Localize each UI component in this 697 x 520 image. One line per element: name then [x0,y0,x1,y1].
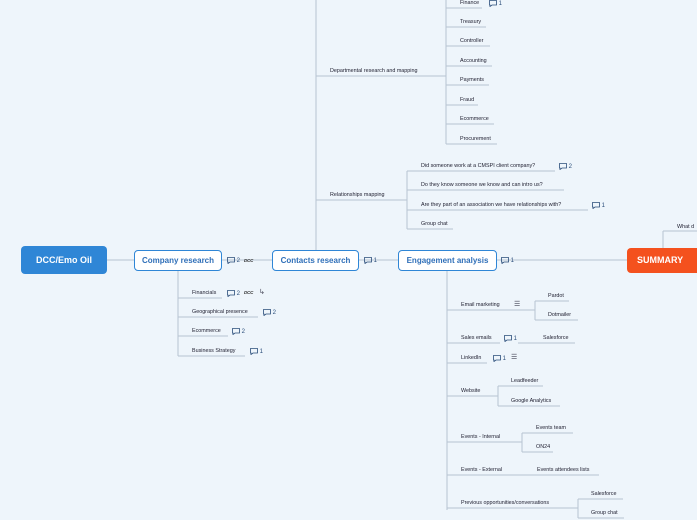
summary-node[interactable]: SUMMARY [627,248,697,273]
google-analytics-node[interactable]: Google Analytics [511,398,552,404]
comment-icon [592,202,600,210]
financials-node[interactable]: Financials [192,290,217,296]
rel-association-comment[interactable]: 1 [592,202,605,210]
departmental-research-node[interactable]: Departmental research and mapping [330,68,418,74]
rel-cmspi-comment[interactable]: 2 [559,163,572,171]
previous-opportunities-node[interactable]: Previous opportunities/conversations [461,500,550,506]
comment-icon [501,257,509,265]
rel-cmspi-client[interactable]: Did someone work at a CMSPI client compa… [421,163,536,169]
comment-icon [504,335,512,343]
dept-procurement[interactable]: Procurement [460,136,491,142]
website-node[interactable]: Website [461,388,481,394]
comment-icon [493,355,501,363]
sales-emails-node[interactable]: Sales emails [461,335,492,341]
dept-treasury[interactable]: Treasury [460,19,482,25]
events-attendees-node[interactable]: Events attendees lists [537,467,590,473]
comment-icon [232,328,240,336]
relationships-mapping-node[interactable]: Relationships mapping [330,192,385,198]
summary-item[interactable]: What d [677,224,695,230]
notes-icon[interactable]: ☰ [514,301,521,308]
ecommerce-comment[interactable]: 2 [232,328,245,336]
rel-association[interactable]: Are they part of an association we have … [421,202,562,208]
company-logo: DCC [244,290,254,295]
sales-emails-salesforce[interactable]: Salesforce [543,335,569,341]
dept-fraud[interactable]: Fraud [460,97,475,103]
finance-comment[interactable]: 1 [489,0,502,8]
linkedin-node[interactable]: LinkedIn [461,355,482,361]
comment-icon [227,290,235,298]
notes-icon[interactable]: ☰ [511,354,518,361]
business-strategy-node[interactable]: Business Strategy [192,348,236,354]
email-marketing-node[interactable]: Email marketing [461,302,500,308]
comment-icon [559,163,567,171]
comment-icon [489,0,497,8]
company-research-comment[interactable]: 2 [227,257,240,265]
contacts-research-comment[interactable]: 1 [364,257,377,265]
leadfeeder-node[interactable]: Leadfeeder [511,378,539,384]
dept-finance[interactable]: Finance [460,0,480,6]
topic-contacts-research[interactable]: Contacts research [272,250,359,271]
dotmailer-node[interactable]: Dotmailer [548,312,572,318]
sales-emails-comment[interactable]: 1 [504,335,517,343]
dept-accounting[interactable]: Accounting [460,58,487,64]
root-node[interactable]: DCC/Emo Oil [21,246,107,274]
previous-salesforce[interactable]: Salesforce [591,491,617,497]
linkedin-comment[interactable]: 1 [493,355,506,363]
geographical-comment[interactable]: 2 [263,309,276,317]
comment-icon [227,257,235,265]
previous-group-chat[interactable]: Group chat [591,510,618,516]
comment-icon [263,309,271,317]
topic-company-research[interactable]: Company research [134,250,222,271]
company-logo: DCC [244,258,254,263]
ecommerce-research-node[interactable]: Ecommerce [192,328,221,334]
rel-group-chat[interactable]: Group chat [421,221,448,227]
events-team-node[interactable]: Events team [536,425,566,431]
comment-icon [250,348,258,356]
events-internal-node[interactable]: Events - Internal [461,434,501,440]
geographical-presence-node[interactable]: Geographical presence [192,309,248,315]
topic-engagement-analysis[interactable]: Engagement analysis [398,250,497,271]
business-strategy-comment[interactable]: 1 [250,348,263,356]
comment-icon [364,257,372,265]
pardot-node[interactable]: Pardot [548,293,564,299]
on24-node[interactable]: ON24 [536,444,551,450]
dept-controller[interactable]: Controller [460,38,484,44]
link-icon[interactable]: ↳ [259,289,265,296]
engagement-comment[interactable]: 1 [501,257,514,265]
rel-intro[interactable]: Do they know someone we know and can int… [421,182,543,188]
dept-payments[interactable]: Payments [460,77,484,83]
events-external-node[interactable]: Events - External [461,467,503,473]
financials-comment[interactable]: 2 [227,290,240,298]
dept-ecommerce[interactable]: Ecommerce [460,116,489,122]
